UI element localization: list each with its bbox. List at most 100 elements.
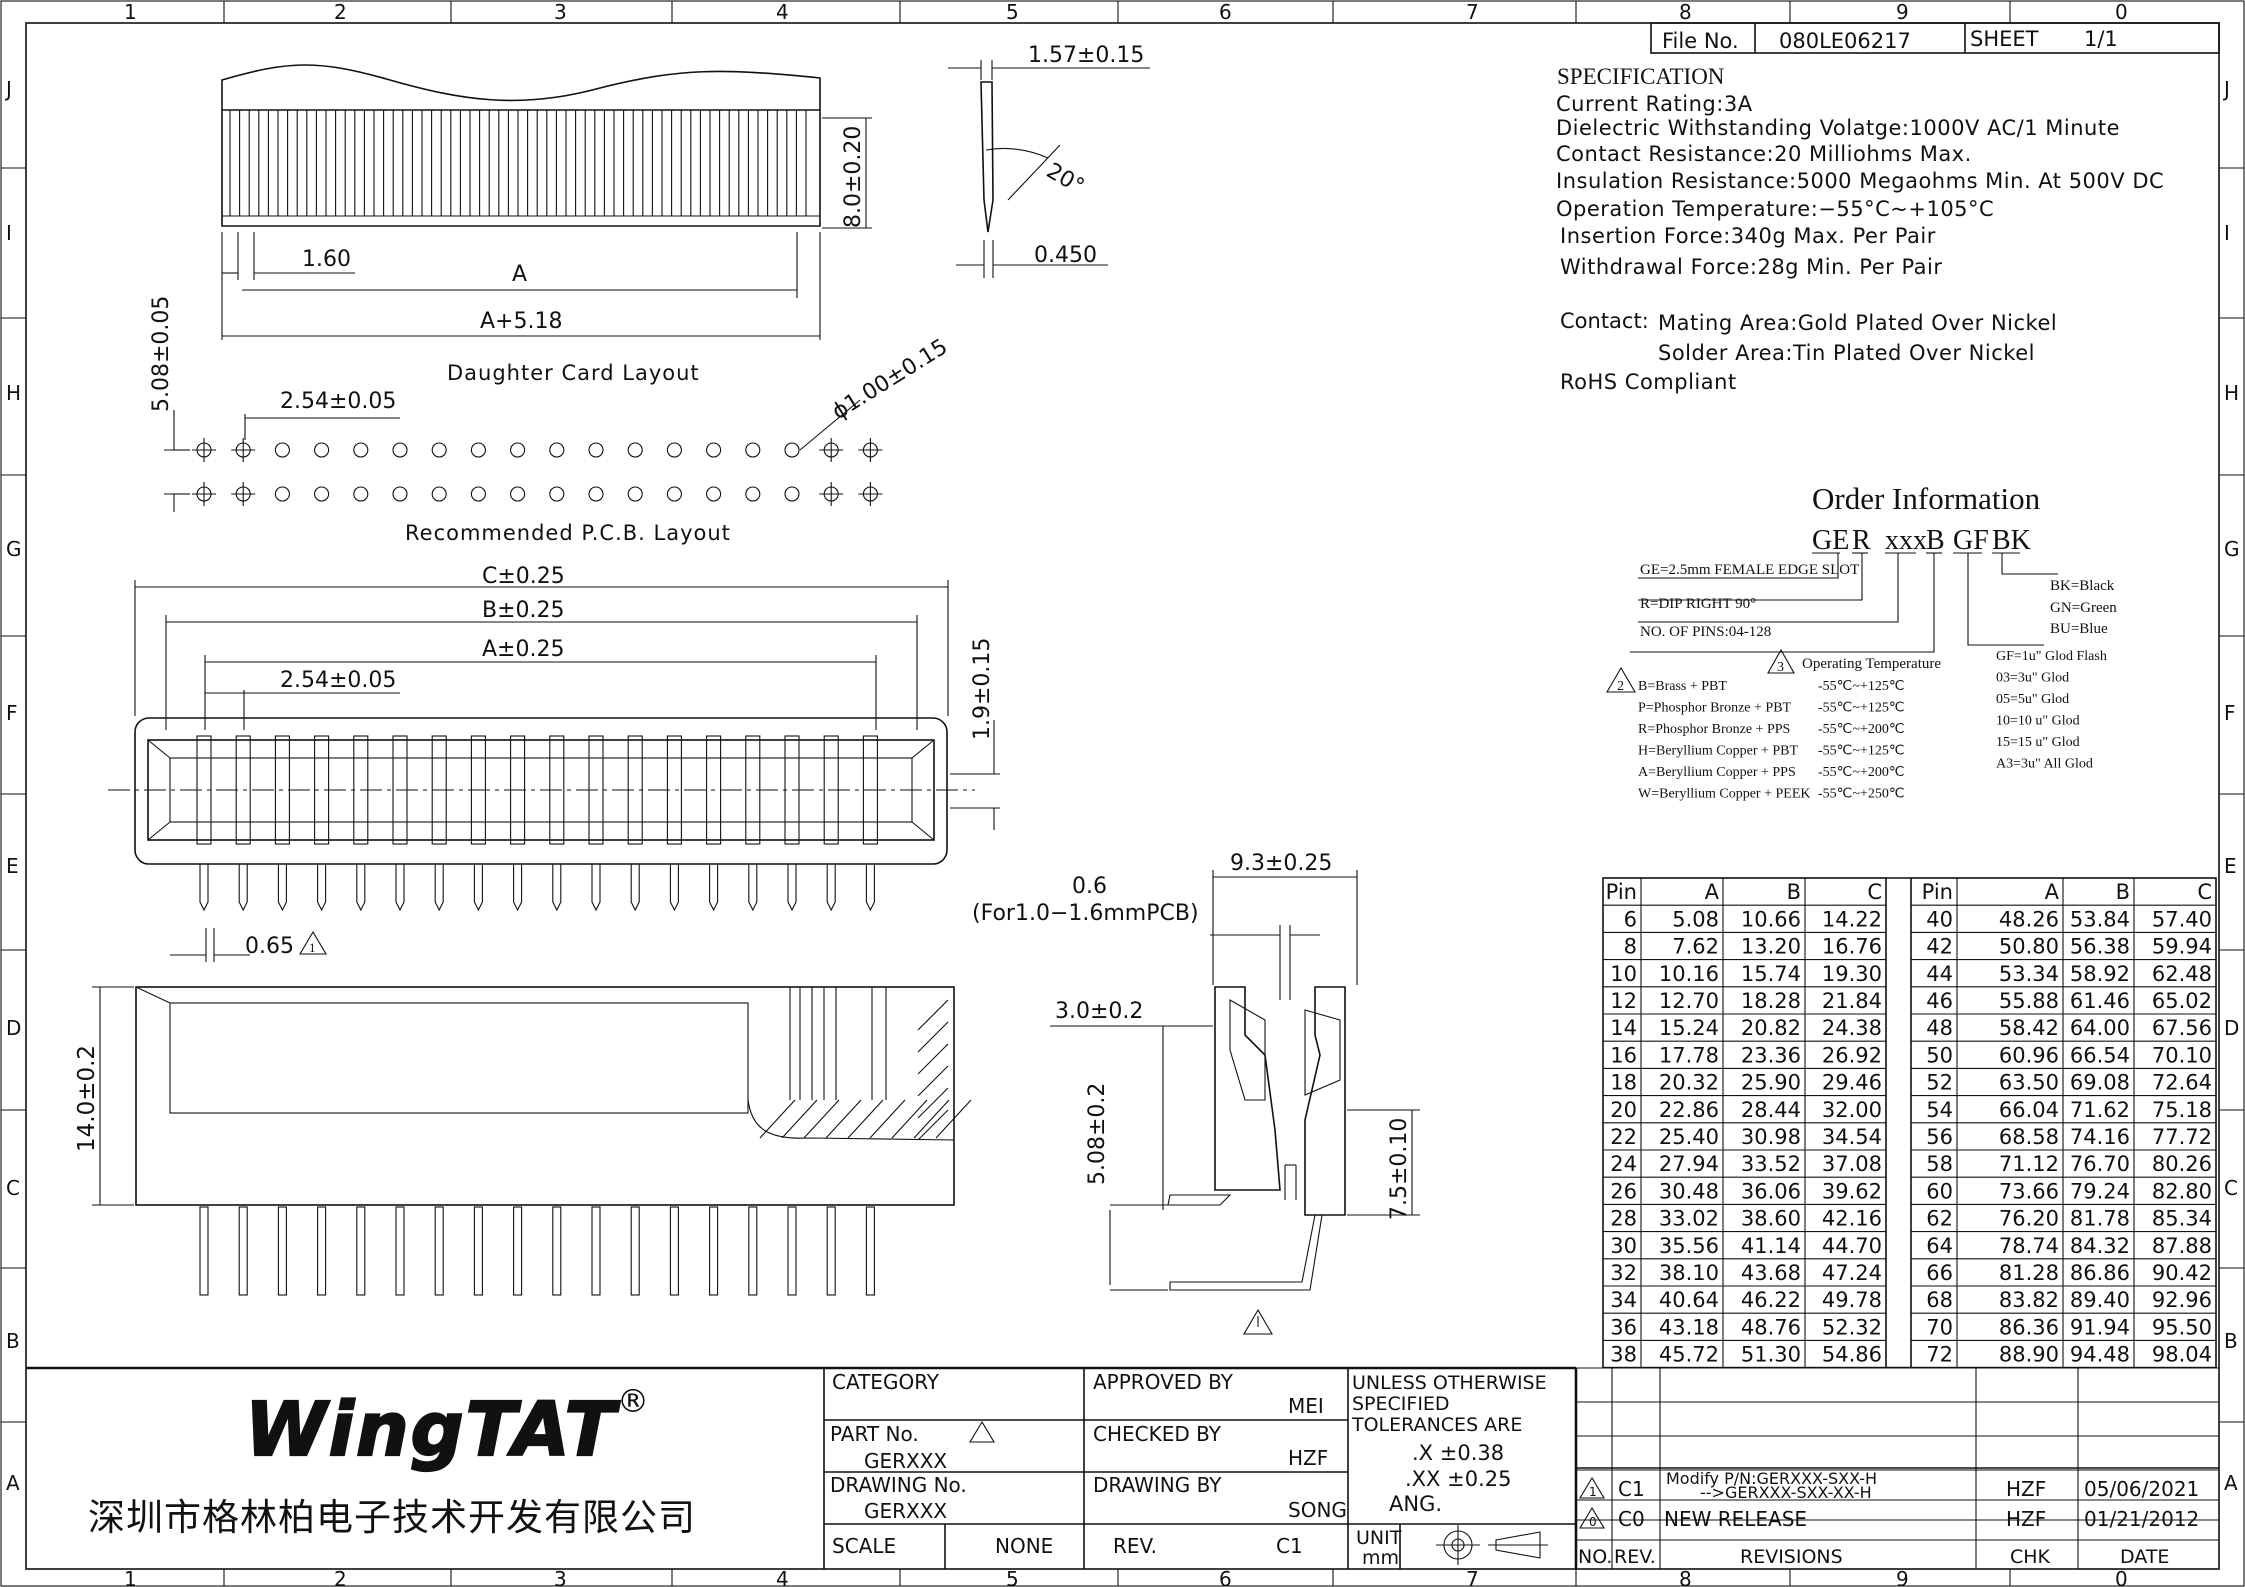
pin-table-cell: 90.42 (2152, 1261, 2212, 1285)
terminal-pin (552, 1206, 562, 1296)
pin-table-cell: 70 (1926, 1315, 1953, 1339)
pin-table-cell: 12.70 (1659, 989, 1719, 1013)
pcb-hole (274, 442, 290, 458)
pin-table-cell: 63.50 (1999, 1071, 2059, 1095)
pin-table-cell: 33.02 (1659, 1207, 1719, 1231)
pin-table-cell: 25.40 (1659, 1125, 1719, 1149)
connector-front-view: 14.0±0.2 (74, 986, 972, 1296)
grid-column-label: 7 (1466, 0, 1479, 24)
grid-row-label: J (2222, 77, 2230, 101)
pin-table-cell: 62.48 (2152, 962, 2212, 986)
contact-slot (627, 735, 643, 845)
pin-table-cell: 65.02 (2152, 989, 2212, 1013)
pin-table-cell: 30.98 (1741, 1125, 1801, 1149)
pin-table-cell: 66.04 (1999, 1098, 2059, 1122)
dim-a-5-18: A+5.18 (480, 309, 562, 334)
contact-slot (353, 735, 369, 845)
pin-table-cell: 18.28 (1741, 989, 1801, 1013)
pcb-hole (588, 486, 604, 502)
pin-table-cell: 27.94 (1659, 1152, 1719, 1176)
pcb-hole (745, 486, 761, 502)
grid-row-label: J (4, 77, 12, 101)
pin-table-cell: 32 (1610, 1261, 1637, 1285)
pin-table-cell: 52.32 (1822, 1315, 1882, 1339)
revision-desc: Modify P/N:GERXXX-SXX-H (1666, 1469, 1877, 1488)
revision-marker-icon (1579, 1476, 1605, 1499)
pin-table-cell: 20.32 (1659, 1071, 1719, 1095)
pcb-hole (510, 486, 526, 502)
terminal-pin (826, 1206, 836, 1296)
pin-table-cell: 43.68 (1741, 1261, 1801, 1285)
pin-table-cell: 47.24 (1822, 1261, 1882, 1285)
order-color: BU=Blue (2050, 621, 2108, 637)
grid-row-label: D (6, 1016, 21, 1040)
revision-no: 1 (1589, 1485, 1597, 1499)
pcb-hole (627, 442, 643, 458)
pcb-hole (431, 442, 447, 458)
pin-table-cell: 42.16 (1822, 1207, 1882, 1231)
grid-column-label: 5 (1006, 1567, 1019, 1587)
checked-value: HZF (1288, 1446, 1328, 1470)
drawing-no-label: DRAWING No. (830, 1473, 967, 1497)
revision-header: CHK (2010, 1546, 2051, 1568)
terminal-pin (356, 1206, 366, 1296)
contact-label: Contact: (1560, 309, 1649, 333)
dim-2-54b: 2.54±0.05 (280, 668, 396, 693)
section-view: 0.6 (For1.0−1.6mmPCB) 9.3±0.25 3.0±0.2 5… (972, 851, 1420, 1335)
pin-table-cell: 17.78 (1659, 1043, 1719, 1067)
contact-line: Solder Area:Tin Plated Over Nickel (1658, 341, 2035, 365)
terminal-pin (787, 1206, 797, 1296)
spec-line: Current Rating:3A (1556, 92, 1753, 116)
revision-chk: HZF (2006, 1507, 2046, 1531)
pcb-hole (353, 442, 369, 458)
warning-triangle-icon (969, 1420, 995, 1443)
pin-table-cell: 24.38 (1822, 1016, 1882, 1040)
contact-slot (196, 735, 212, 845)
pin-table-cell: 34 (1610, 1288, 1637, 1312)
pin-table-cell: 72.64 (2152, 1071, 2212, 1095)
pin-table-cell: 87.88 (2152, 1234, 2212, 1258)
pin-table-cell: 76.20 (1999, 1207, 2059, 1231)
pin-table-cell: 16 (1610, 1043, 1637, 1067)
pcb-label: Recommended P.C.B. Layout (405, 521, 731, 545)
pin-table-cell: 61.46 (2070, 989, 2130, 1013)
pin-table-cell: 56 (1926, 1125, 1953, 1149)
revision-header: REVISIONS (1740, 1546, 1843, 1568)
contact-slot (470, 735, 486, 845)
pin-table-cell: 36.06 (1741, 1179, 1801, 1203)
pin-table-cell: 55.88 (1999, 989, 2059, 1013)
grid-row-label: G (2224, 537, 2240, 561)
drawn-label: DRAWING BY (1093, 1473, 1222, 1497)
grid-row-label: F (2224, 701, 2236, 725)
pin-table-cell: 37.08 (1822, 1152, 1882, 1176)
pcb-hole (549, 442, 565, 458)
unit-label: UNIT (1356, 1527, 1402, 1549)
dim-a-25: A±0.25 (482, 637, 564, 662)
order-color: GN=Green (2050, 600, 2117, 616)
pin-table-cell: 64 (1926, 1234, 1953, 1258)
order-pins: NO. OF PINS:04-128 (1640, 624, 1771, 640)
plating-option: A3=3u" All Glod (1996, 757, 2093, 772)
spec-line: Insulation Resistance:5000 Megaohms Min.… (1556, 169, 2164, 193)
pin-table-cell: 25.90 (1741, 1071, 1801, 1095)
terminal-pin (669, 864, 679, 912)
pcb-hole (470, 486, 486, 502)
pin-table-cell: 85.34 (2152, 1207, 2212, 1231)
pin-table-cell: 60.96 (1999, 1043, 2059, 1067)
grid-row-label: G (6, 537, 22, 561)
terminal-pin (630, 1206, 640, 1296)
pin-table-cell: 69.08 (2070, 1071, 2130, 1095)
pin-table-cell: 95.50 (2152, 1315, 2212, 1339)
daughter-card-view: 1.60 A A+5.18 Daughter Card Layout 8.0±0… (221, 64, 872, 385)
pin-table-cell: 15.24 (1659, 1016, 1719, 1040)
grid-column-label: 5 (1006, 0, 1019, 24)
pin-table-cell: 52 (1926, 1071, 1953, 1095)
pin-table-cell: 45.72 (1659, 1343, 1719, 1367)
pin-table-cell: 84.32 (2070, 1234, 2130, 1258)
pin-table-cell: 35.56 (1659, 1234, 1719, 1258)
grid-column-label: 9 (1896, 1567, 1909, 1587)
terminal-pin (630, 864, 640, 912)
terminal-pin (513, 1206, 523, 1296)
dim-1-9: 1.9±0.15 (970, 638, 995, 740)
warning-number: 1 (309, 940, 316, 955)
